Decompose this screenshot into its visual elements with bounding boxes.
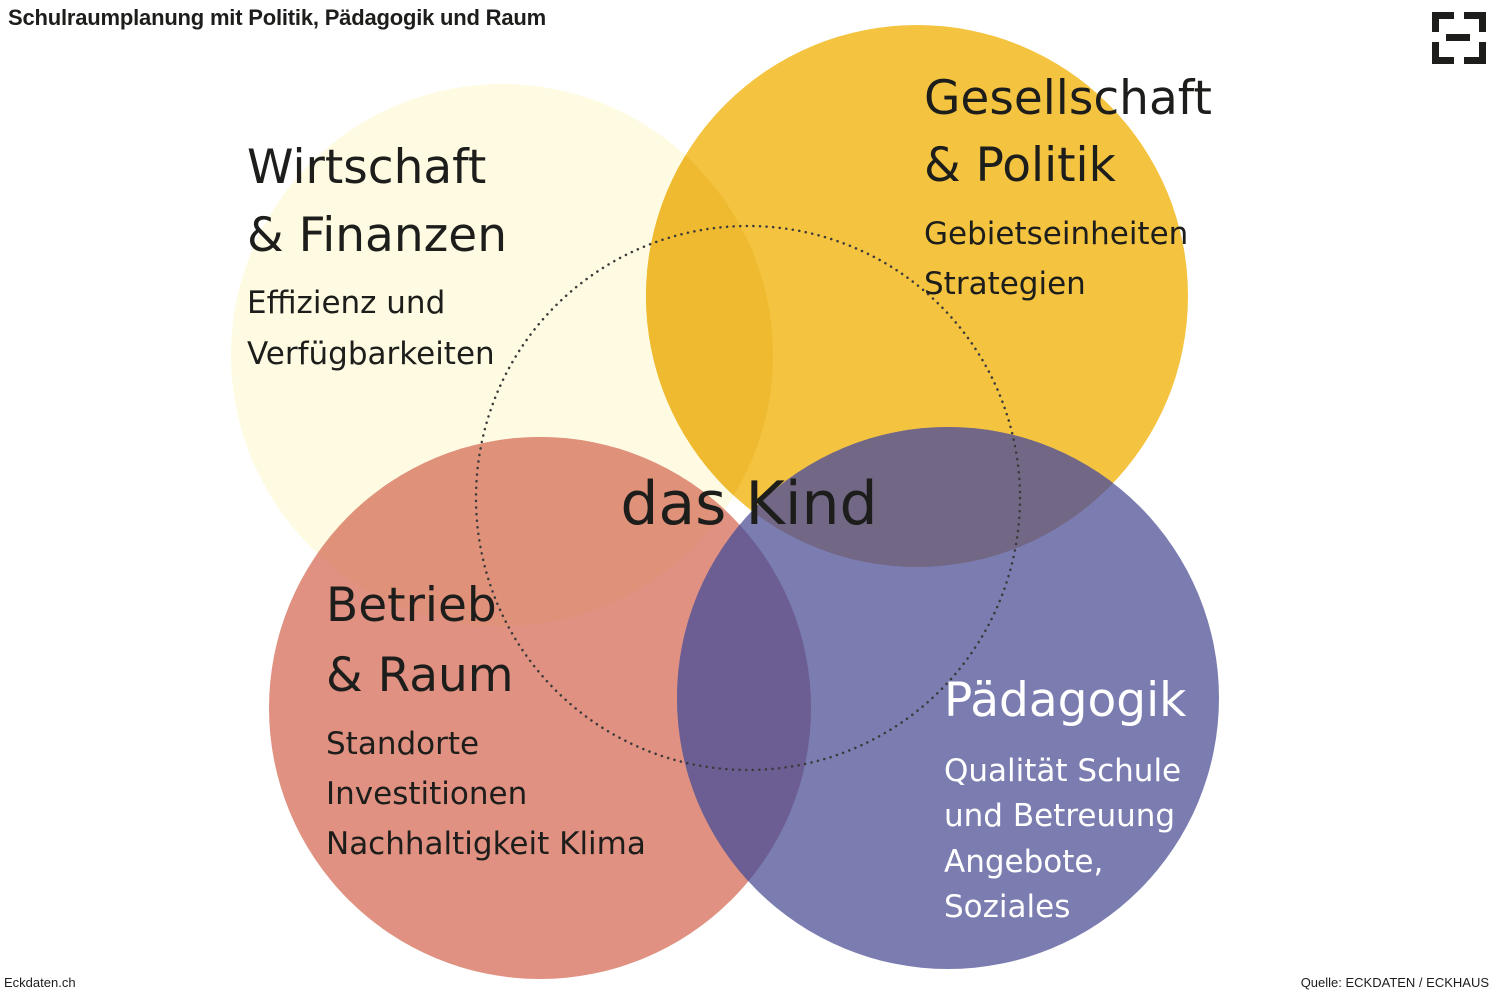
center-dotted-circle xyxy=(474,224,1022,772)
betrieb-heading-line1: Betrieb xyxy=(326,578,497,633)
wirtschaft-heading-line1: Wirtschaft xyxy=(247,140,486,195)
paedagogik-item: Soziales xyxy=(944,889,1070,925)
center-label: das Kind xyxy=(620,469,877,539)
betrieb-heading-line2: & Raum xyxy=(326,648,514,703)
wirtschaft-item: Effizienz und xyxy=(247,285,445,321)
gesellschaft-heading-line2: & Politik xyxy=(924,138,1117,193)
footer-source-credit: Quelle: ECKDATEN / ECKHAUS xyxy=(1300,975,1489,990)
circle-gesellschaft xyxy=(646,25,1188,567)
gesellschaft-item: Gebietseinheiten xyxy=(924,216,1188,252)
eckdaten-logo-icon xyxy=(1432,12,1486,64)
gesellschaft-item: Strategien xyxy=(924,266,1086,302)
paedagogik-item: Angebote, xyxy=(944,844,1103,880)
betrieb-item: Nachhaltigkeit Klima xyxy=(326,826,646,862)
circle-paedagogik xyxy=(677,427,1219,969)
footer-source-site: Eckdaten.ch xyxy=(4,975,76,990)
wirtschaft-item: Verfügbarkeiten xyxy=(247,336,495,372)
gesellschaft-heading-line1: Gesellschaft xyxy=(924,71,1212,126)
page-title: Schulraumplanung mit Politik, Pädagogik … xyxy=(8,5,547,30)
paedagogik-item: Qualität Schule xyxy=(944,753,1181,789)
paedagogik-heading: Pädagogik xyxy=(944,673,1187,728)
paedagogik-item: und Betreuung xyxy=(944,798,1175,834)
betrieb-item: Standorte xyxy=(326,726,479,762)
betrieb-item: Investitionen xyxy=(326,776,527,812)
wirtschaft-heading-line2: & Finanzen xyxy=(247,208,507,263)
